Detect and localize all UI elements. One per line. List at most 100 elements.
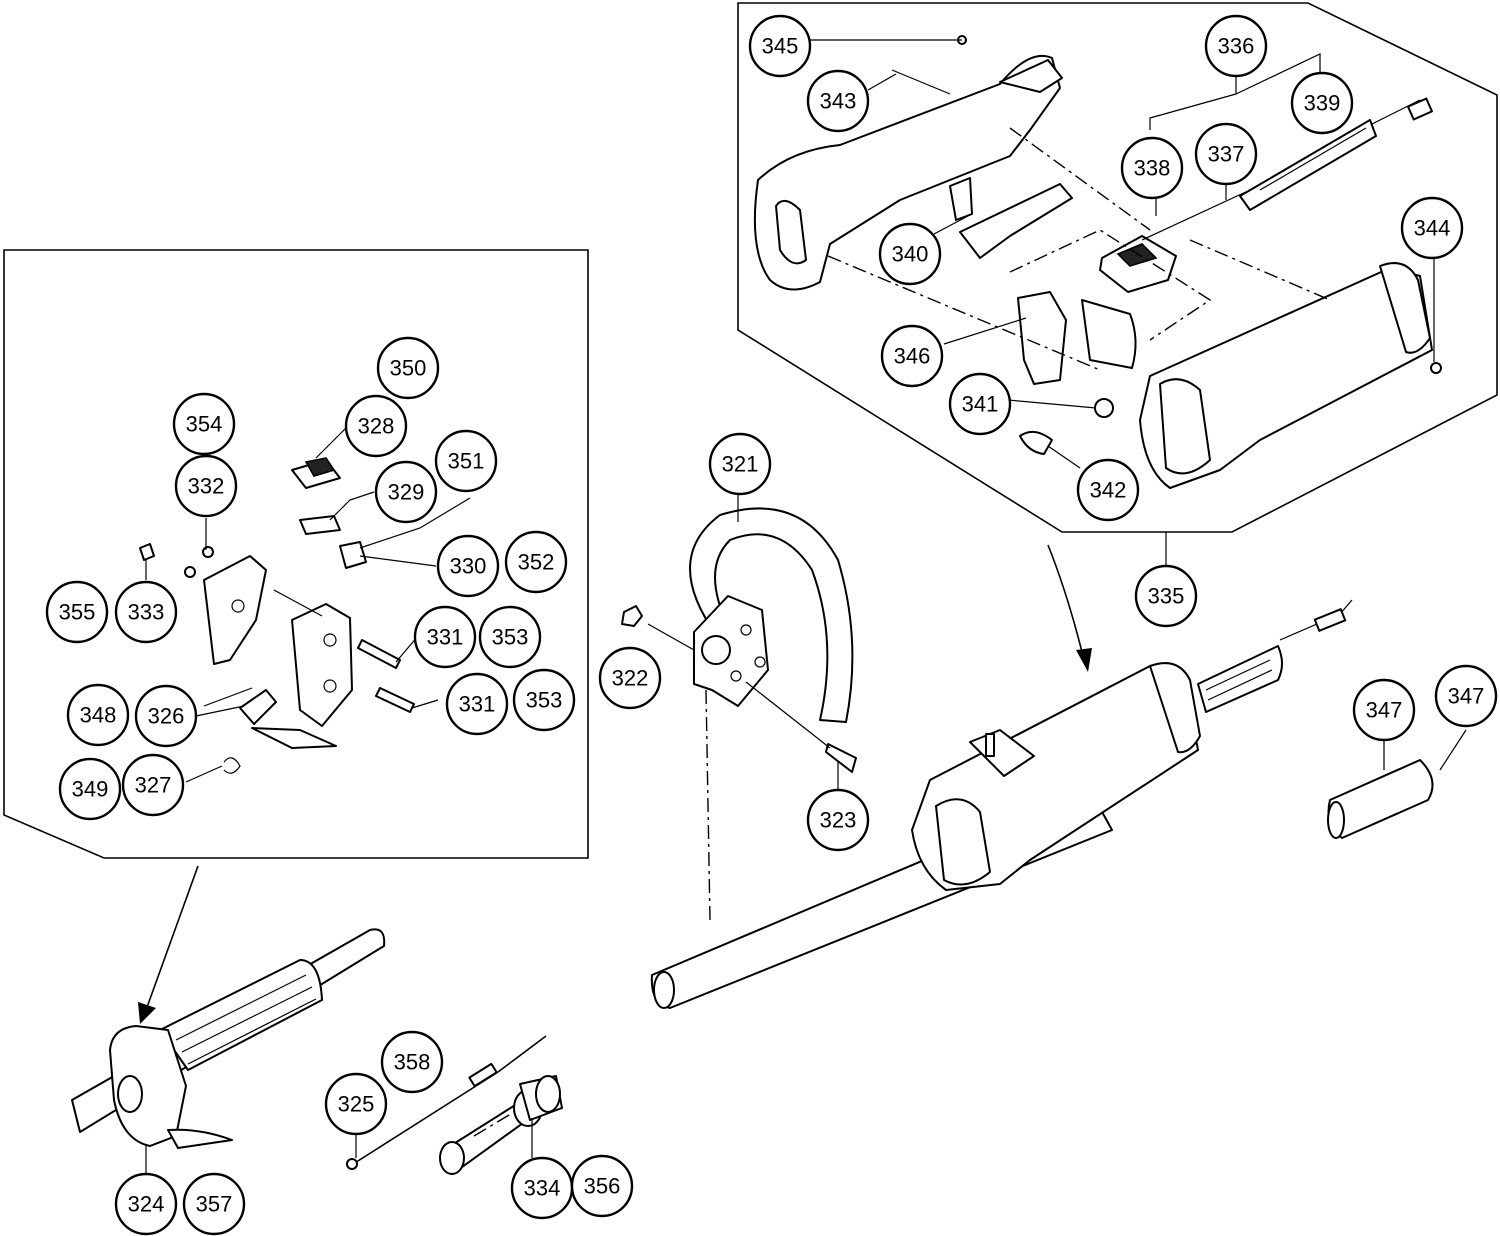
callout-circle — [570, 1154, 634, 1218]
callout-circle — [434, 429, 498, 493]
callout-355: 355 — [45, 580, 109, 644]
callout-338: 338 — [1120, 136, 1184, 200]
callout-336: 336 — [1204, 14, 1268, 78]
callout-350: 350 — [376, 336, 440, 400]
callout-335: 335 — [1134, 564, 1198, 628]
callout-351: 351 — [434, 429, 498, 493]
throttle-handle-assembly — [71, 928, 386, 1149]
callout-346: 346 — [880, 324, 944, 388]
callout-number: 354 — [186, 412, 223, 437]
callout-number: 355 — [59, 600, 96, 625]
callout-354: 354 — [172, 392, 236, 456]
callout-circle — [878, 222, 942, 286]
callout-circle — [413, 605, 477, 669]
callout-circle — [45, 580, 109, 644]
callout-number: 333 — [128, 600, 165, 625]
callout-number: 352 — [518, 550, 555, 575]
callout-number: 345 — [762, 34, 799, 59]
callout-circle — [1134, 564, 1198, 628]
callout-number: 338 — [1134, 156, 1171, 181]
callout-number: 328 — [358, 414, 395, 439]
callout-circle — [806, 69, 870, 133]
callout-circle — [598, 646, 662, 710]
callout-circle — [880, 324, 944, 388]
callout-bubbles: 345 343 336 339 337 338 344 340 346 341 342 335 350 3… — [45, 14, 1498, 1236]
callout-number: 356 — [584, 1174, 621, 1199]
loop-handle — [621, 507, 857, 921]
callout-circle — [1204, 14, 1268, 78]
callout-number: 331 — [427, 625, 464, 650]
callout-circle — [374, 460, 438, 524]
callout-number: 353 — [492, 625, 529, 650]
callout-circle — [134, 684, 198, 748]
callout-number: 335 — [1148, 584, 1185, 609]
callout-circle — [66, 683, 130, 747]
callout-345: 345 — [748, 14, 812, 78]
callout-332: 332 — [174, 454, 238, 518]
callout-number: 357 — [196, 1192, 233, 1217]
callout-number: 346 — [894, 344, 931, 369]
callout-circle — [708, 432, 772, 496]
callout-circle — [504, 530, 568, 594]
callout-number: 350 — [390, 356, 427, 381]
callout-number: 341 — [962, 392, 999, 417]
callout-number: 351 — [448, 449, 485, 474]
callout-circle — [344, 394, 408, 458]
callout-circle — [121, 753, 185, 817]
callout-number: 339 — [1304, 91, 1341, 116]
callout-number: 321 — [722, 452, 759, 477]
callout-circle — [478, 605, 542, 669]
callout-number: 340 — [892, 242, 929, 267]
grip-sleeve — [1327, 759, 1434, 839]
callout-325: 325 — [324, 1072, 388, 1136]
callout-circle — [748, 14, 812, 78]
callout-333: 333 — [114, 580, 178, 644]
callout-324: 324 — [114, 1172, 178, 1236]
callout-347: 347 — [1352, 678, 1416, 742]
top-right-detail-parts — [753, 35, 1442, 489]
callout-340: 340 — [878, 222, 942, 286]
callout-342: 342 — [1076, 458, 1140, 522]
callout-331: 331 — [445, 672, 509, 736]
callout-number: 342 — [1090, 478, 1127, 503]
callout-329: 329 — [374, 460, 438, 524]
left-detail-parts — [139, 457, 471, 774]
callout-337: 337 — [1194, 122, 1258, 186]
callout-circle — [1290, 71, 1354, 135]
callout-321: 321 — [708, 432, 772, 496]
callout-number: 348 — [80, 703, 117, 728]
callout-number: 358 — [394, 1050, 431, 1075]
callout-328: 328 — [344, 394, 408, 458]
callout-number: 327 — [135, 773, 172, 798]
callout-circle — [1400, 196, 1464, 260]
left-detail-frame — [3, 249, 589, 859]
callout-circle — [436, 534, 500, 598]
callout-circle — [806, 788, 870, 852]
callout-circle — [172, 392, 236, 456]
callout-number: 336 — [1218, 34, 1255, 59]
callout-343: 343 — [806, 69, 870, 133]
callout-334: 334 — [510, 1156, 574, 1220]
callout-348: 348 — [66, 683, 130, 747]
callout-number: 322 — [612, 666, 649, 691]
callout-number: 324 — [128, 1192, 165, 1217]
top-right-detail-frame — [737, 2, 1498, 533]
callout-number: 353 — [526, 688, 563, 713]
callout-number: 323 — [820, 808, 857, 833]
callout-circle — [512, 668, 576, 732]
callout-number: 332 — [188, 474, 225, 499]
callout-circle — [182, 1172, 246, 1236]
callout-circle — [948, 372, 1012, 436]
callout-number: 347 — [1366, 698, 1403, 723]
cable-and-bushing — [346, 1035, 563, 1175]
callout-331: 331 — [413, 605, 477, 669]
callout-344: 344 — [1400, 196, 1464, 260]
callout-circle — [114, 1172, 178, 1236]
callout-356: 356 — [570, 1154, 634, 1218]
callout-341: 341 — [948, 372, 1012, 436]
callout-358: 358 — [380, 1030, 444, 1094]
arrow-to-handle-right — [1047, 544, 1092, 672]
callout-number: 330 — [450, 554, 487, 579]
callout-number: 347 — [1448, 684, 1485, 709]
